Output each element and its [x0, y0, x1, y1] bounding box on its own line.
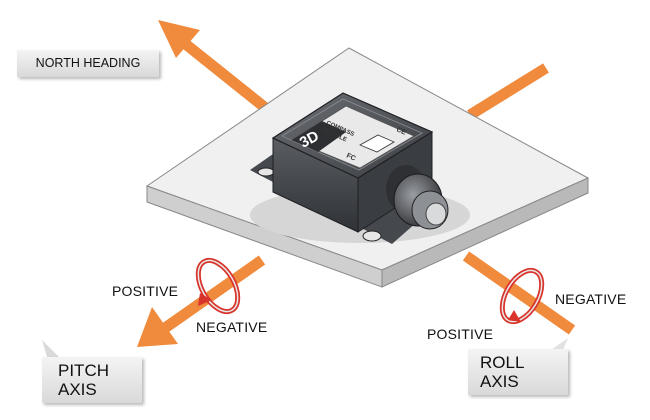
ce-mark: CE	[395, 126, 407, 136]
roll-negative-label: NEGATIVE	[555, 291, 627, 307]
compass-module	[250, 92, 470, 244]
roll-rotation-circular-arrow-icon	[499, 267, 545, 325]
pitch-rotation-circular-arrow-icon	[195, 257, 241, 315]
roll-callout-pointer	[548, 338, 568, 352]
roll-axis-arrow-front	[462, 251, 576, 335]
pitch-axis-line2: AXIS	[58, 380, 97, 399]
roll-positive-label: POSITIVE	[427, 326, 494, 342]
roll-axis-line1: ROLL	[480, 353, 525, 372]
roll-axis-line2: AXIS	[480, 372, 519, 391]
pitch-axis-line1: PITCH	[58, 361, 109, 380]
north-heading-label: NORTH HEADING	[17, 50, 159, 77]
pitch-positive-label: POSITIVE	[112, 283, 179, 299]
pitch-callout-pointer	[42, 340, 62, 360]
roll-axis-arrow-back	[467, 63, 549, 120]
pitch-negative-label: NEGATIVE	[196, 319, 268, 335]
roll-axis-label: ROLL AXIS	[468, 349, 568, 395]
fc-mark: FC	[345, 152, 356, 162]
pitch-axis-label: PITCH AXIS	[42, 357, 142, 403]
pitch-axis-arrow	[137, 255, 266, 347]
north-axis-arrow	[158, 20, 272, 115]
